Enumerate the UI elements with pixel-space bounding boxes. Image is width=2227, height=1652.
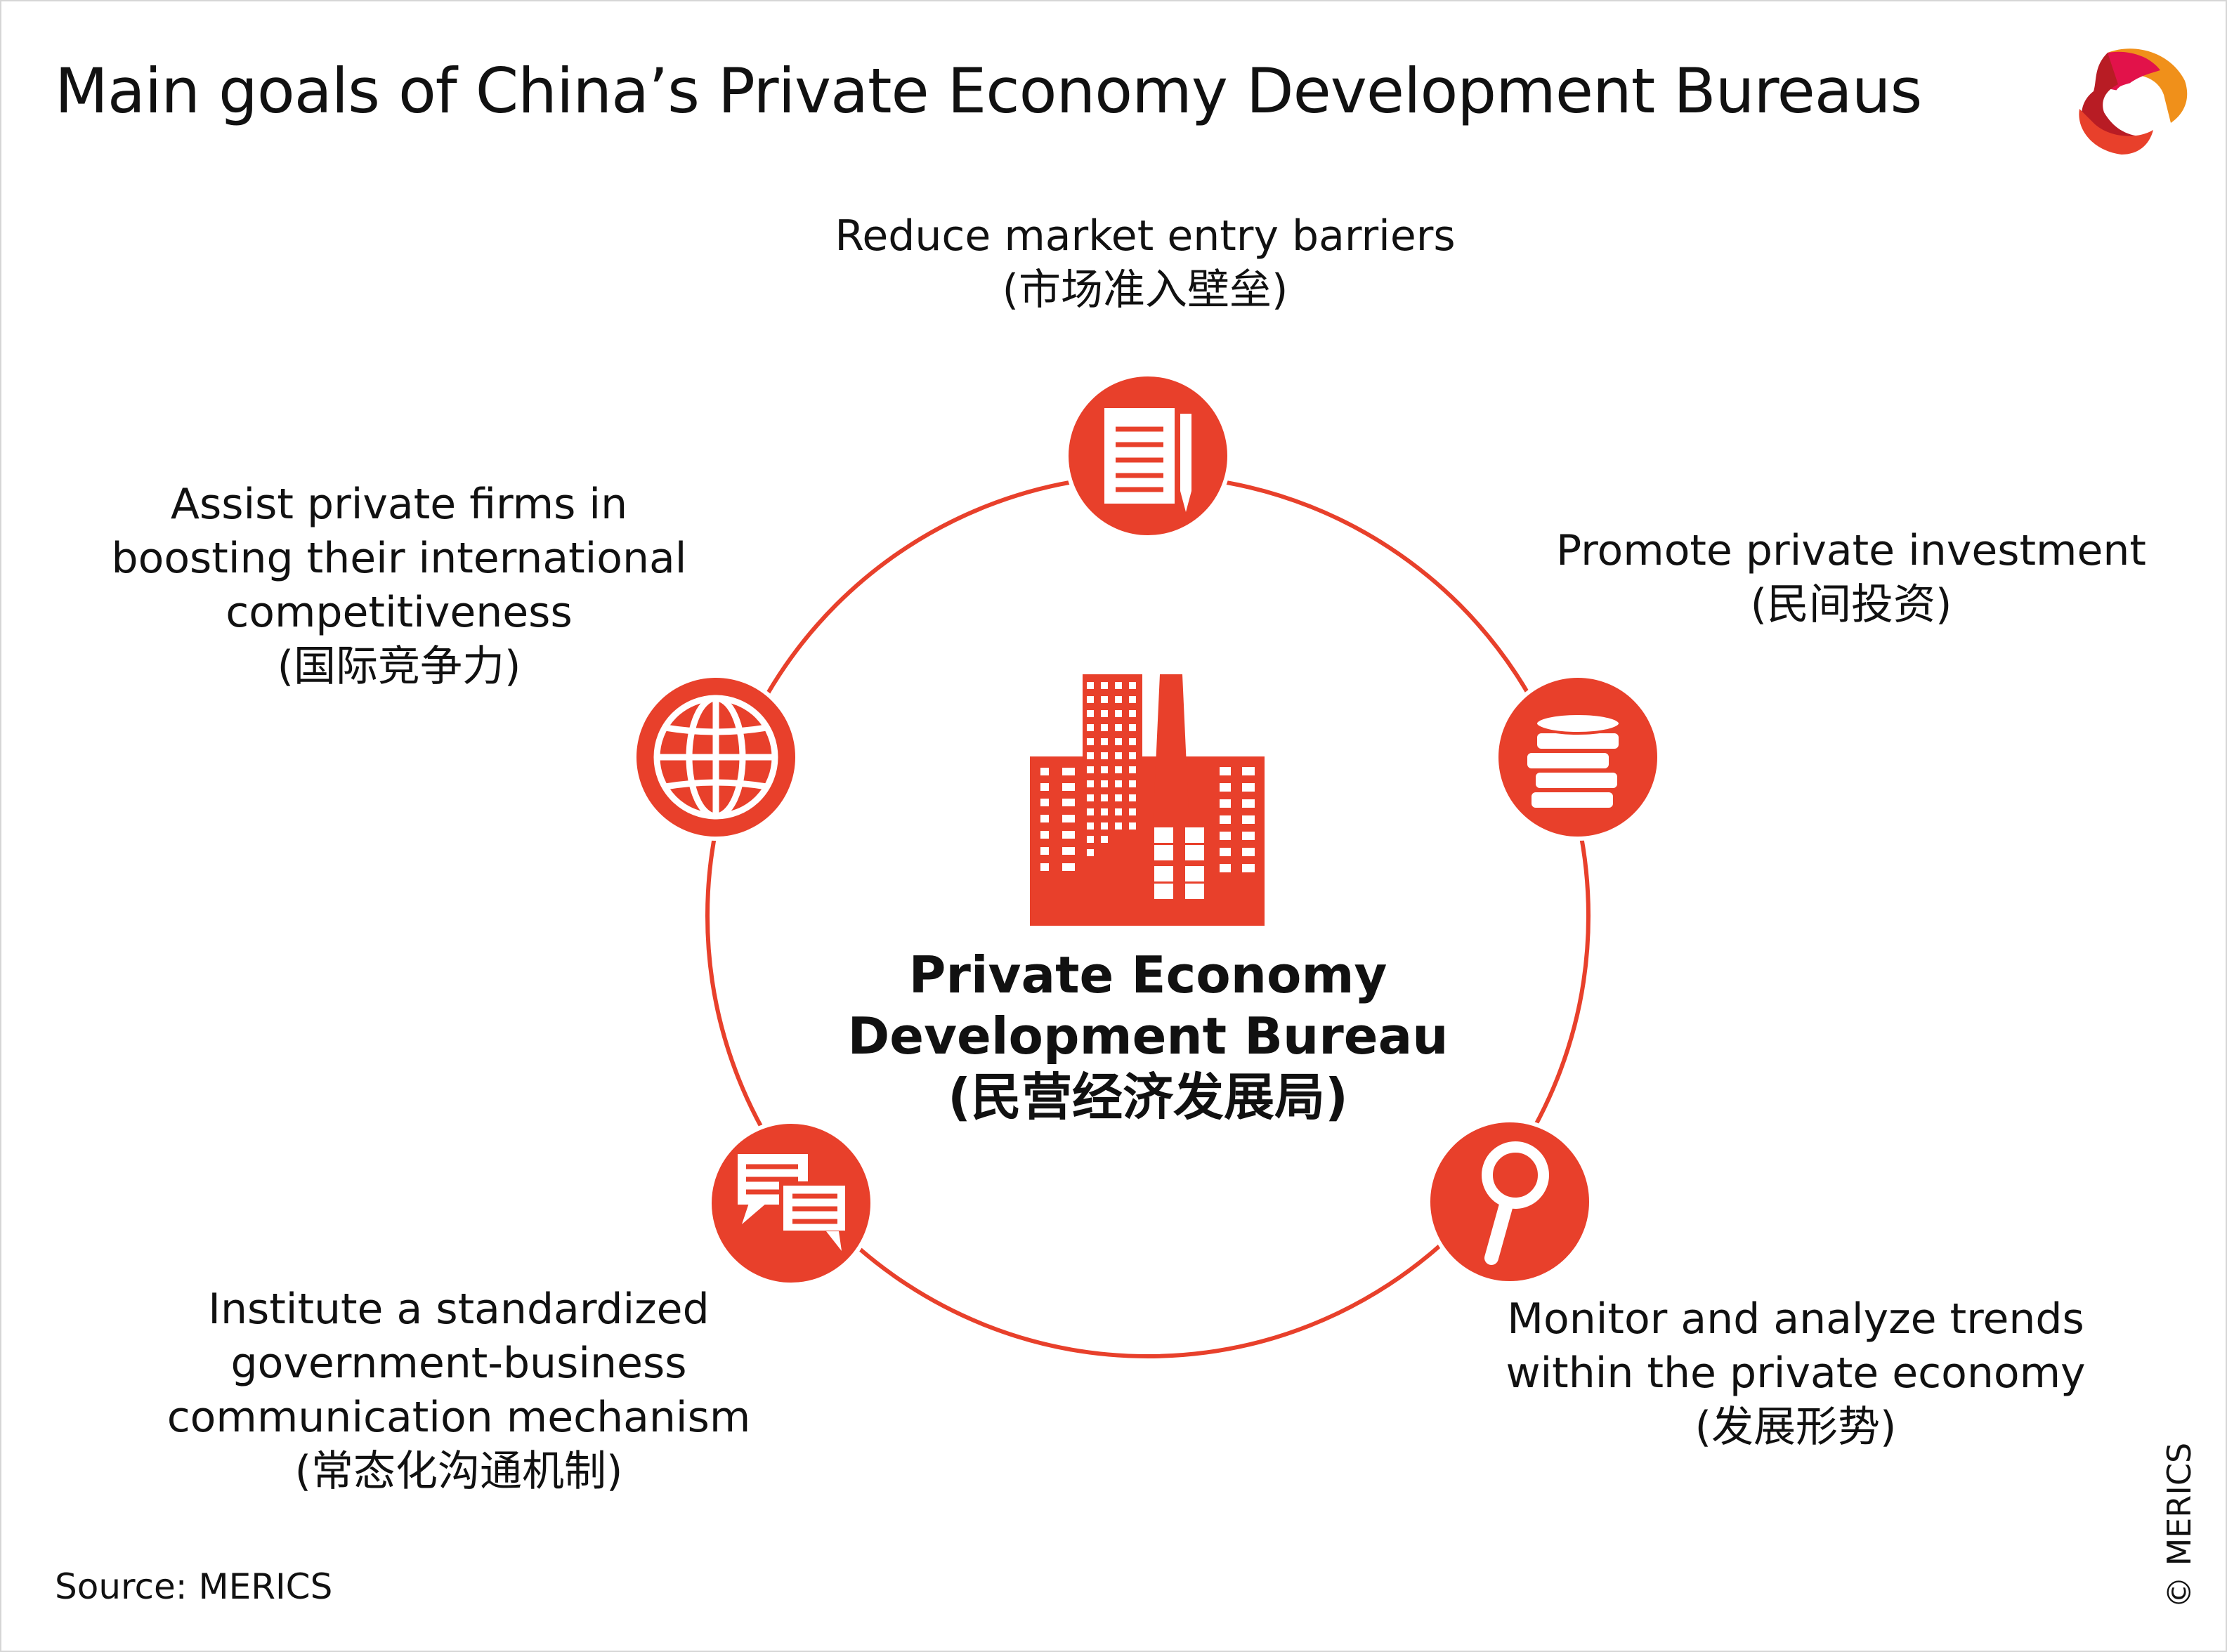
goal-line: (市场准入壁垒) (1002, 266, 1288, 315)
globe-icon (632, 674, 799, 841)
goal-label-top: Reduce market entry barriers (市场准入壁垒) (835, 209, 1455, 317)
goal-label-bottom-left: Institute a standardized government-busi… (167, 1283, 751, 1499)
goal-line: Promote private investment (1556, 526, 2146, 575)
goal-line: within the private economy (1506, 1349, 2086, 1398)
goal-line: Monitor and analyze trends (1507, 1294, 2084, 1344)
goal-line: Reduce market entry barriers (835, 211, 1456, 261)
center-label-line: (民营经济发展局) (948, 1068, 1348, 1127)
source-note: Source: MERICS (55, 1566, 333, 1607)
goal-label-bottom-right: Monitor and analyze trends within the pr… (1506, 1292, 2085, 1455)
goal-label-left: Assist private firms in boosting their i… (112, 478, 687, 694)
speech-bubbles-icon (707, 1120, 875, 1287)
goal-line: competitiveness (226, 588, 573, 637)
city-buildings-icon (1030, 674, 1265, 926)
goal-line: Assist private firms in (170, 480, 628, 529)
page-title: Main goals of China’s Private Economy De… (55, 55, 1922, 127)
goal-line: (常态化沟通机制) (294, 1447, 623, 1496)
goal-line: (国际竞争力) (277, 642, 521, 691)
center-label-line: Private Economy (908, 945, 1387, 1004)
goal-line: government-business (230, 1339, 687, 1388)
goal-line: (发展形势) (1694, 1403, 1897, 1452)
center-label-line: Development Bureau (847, 1007, 1449, 1066)
magnifier-icon (1426, 1118, 1593, 1285)
center-label: Private Economy Development Bureau (民营经济… (848, 945, 1449, 1128)
goal-line: (民间投资) (1750, 580, 1952, 629)
copyright: © MERICS (2160, 1442, 2198, 1608)
goal-label-right: Promote private investment (民间投资) (1556, 524, 2146, 632)
coins-icon (1494, 674, 1661, 841)
document-pen-icon (1064, 372, 1232, 539)
goal-line: communication mechanism (166, 1393, 751, 1442)
goal-line: Institute a standardized (208, 1285, 710, 1334)
merics-logo (2079, 48, 2188, 155)
goal-line: boosting their international (111, 534, 687, 583)
